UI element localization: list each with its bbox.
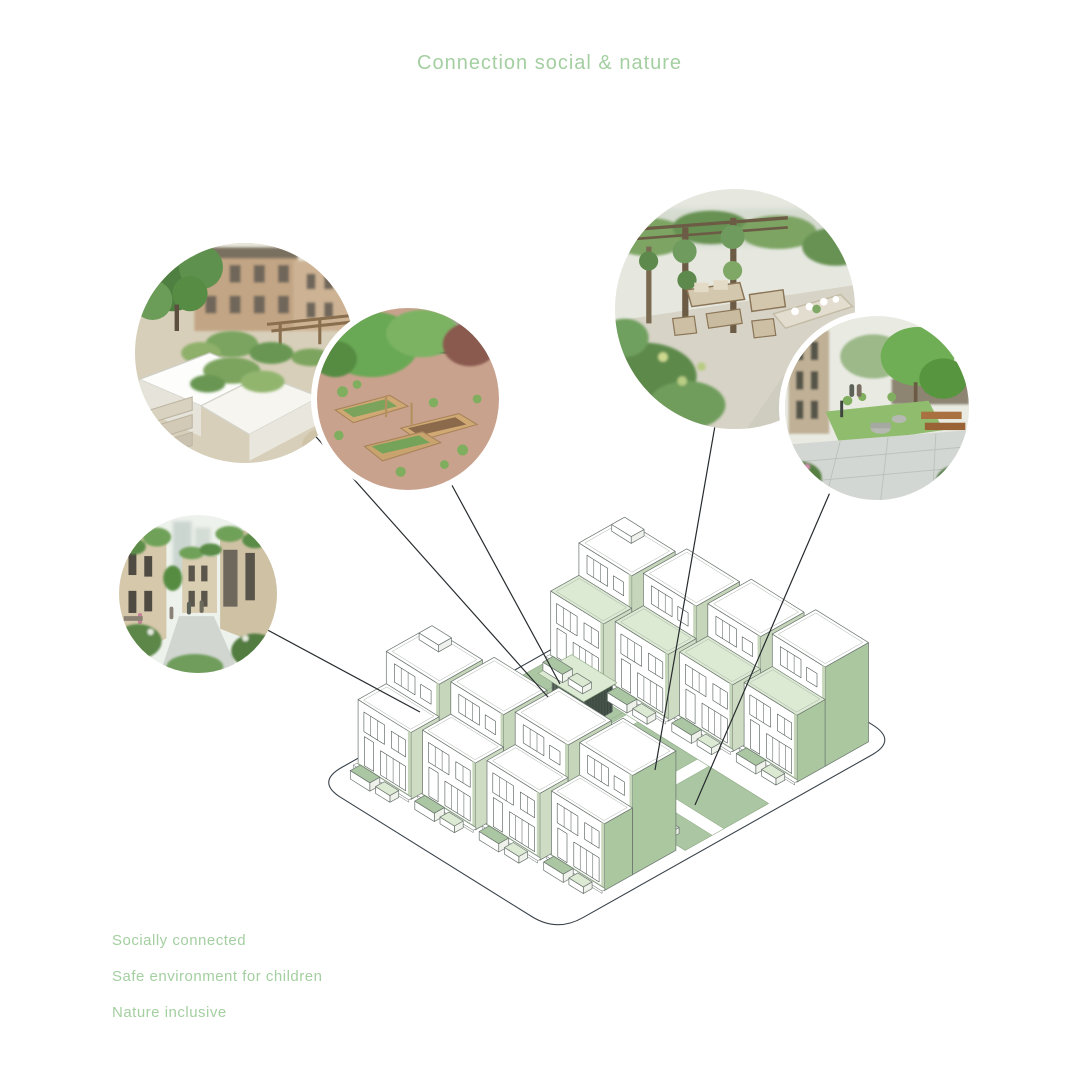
balcony-greenery-icon bbox=[123, 526, 268, 591]
mews-street-photo bbox=[119, 515, 277, 673]
page-title: Connection social & nature bbox=[417, 52, 683, 74]
pergola-icon bbox=[266, 314, 351, 349]
leader-line-community bbox=[447, 477, 561, 685]
dining-table-icon bbox=[772, 293, 854, 330]
people bbox=[137, 600, 204, 625]
people bbox=[849, 384, 862, 397]
outdoor-sofas-icon bbox=[671, 280, 787, 339]
pergola-icon bbox=[629, 216, 788, 333]
feature-list: Socially connected Safe environment for … bbox=[112, 932, 322, 1040]
light-bollard-icon bbox=[840, 400, 844, 418]
bench-icon bbox=[921, 411, 966, 431]
leader-line-terrace bbox=[654, 419, 717, 771]
feature-socially-connected: Socially connected bbox=[112, 932, 247, 949]
feature-nature-inclusive: Nature inclusive bbox=[112, 1004, 227, 1021]
courtyard-render-photo bbox=[785, 316, 969, 500]
raised-beds-icon bbox=[333, 394, 479, 462]
leader-line-mews bbox=[261, 626, 421, 713]
feature-safe-environment: Safe environment for children bbox=[112, 968, 323, 985]
bench-icon bbox=[123, 616, 143, 621]
leader-line-garden bbox=[309, 429, 549, 698]
community-garden-photo bbox=[317, 308, 499, 490]
leader-line-courtyard bbox=[694, 489, 832, 806]
tree-icon bbox=[880, 327, 968, 408]
